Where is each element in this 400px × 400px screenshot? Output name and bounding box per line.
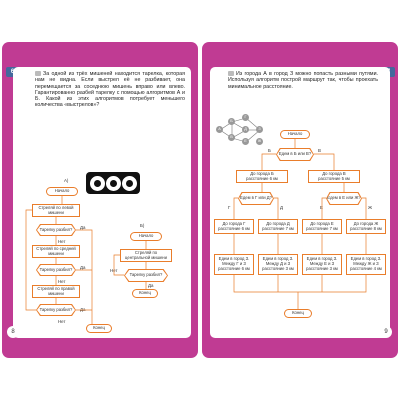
algo-a-yes-2: Да: [80, 265, 86, 270]
route-q-e-or-zh: Едем в Е или Ж?: [326, 192, 362, 205]
route-label-v: В: [318, 148, 321, 153]
algo-b-check: Тарелку разбил?: [124, 269, 168, 282]
route-dist-zh: До города Ж расстояние 8 км: [346, 219, 386, 234]
route-label-e: Е: [320, 205, 323, 210]
right-page: 7 Из города А в город З можно попасть ра…: [202, 42, 398, 358]
route-label-zh: Ж: [368, 205, 373, 210]
task-icon: [228, 71, 234, 77]
left-page-number: 8: [7, 326, 19, 338]
map-node-d: Д: [242, 126, 249, 133]
route-dist-b: До города Б расстояние 6 км: [236, 170, 288, 183]
algo-a-shoot-mid: Стреляй по средней мишени: [32, 245, 80, 258]
algo-a-start: Начало: [46, 187, 78, 196]
algo-b-start: Начало: [130, 232, 162, 241]
route-go-z-from-d: Едем в город З. Между Д и З расстояние 3…: [258, 254, 298, 275]
route-go-z-from-zh: Едем в город З. Между Ж и З расстояние 4…: [346, 254, 386, 275]
algo-b-yes: Да: [148, 283, 154, 288]
route-label-b: Б: [268, 148, 271, 153]
algo-a-no-2: Нет: [58, 279, 66, 284]
route-dist-g: До города Г расстояние 6 км: [214, 219, 254, 234]
route-end: Конец: [284, 309, 312, 318]
algo-a-check-3: Тарелку разбил?: [36, 304, 76, 316]
map-node-a: А: [216, 126, 223, 133]
target-right: [122, 176, 137, 191]
left-task-text: За одной из трёх мишеней находится тарел…: [35, 71, 185, 109]
algo-a-end: Конец: [86, 324, 112, 333]
task-icon: [35, 71, 41, 77]
route-go-z-from-e: Едем в город З. Между Е и З расстояние 3…: [302, 254, 342, 275]
left-content-panel: За одной из трёх мишеней находится тарел…: [13, 67, 191, 338]
algo-a-no-1: Нет: [58, 239, 66, 244]
target-middle: [106, 176, 121, 191]
map-node-z: З: [256, 126, 263, 133]
route-dist-v: До города В расстояние 5 км: [308, 170, 360, 183]
algo-a-check-2: Тарелку разбил?: [36, 264, 76, 276]
algo-b-shoot-center: Стреляй по центральной мишени: [120, 249, 172, 262]
algo-a-shoot-right: Стреляй по правой мишени: [32, 285, 80, 298]
map-node-zh: Ж: [256, 138, 263, 145]
algo-a-yes-1: Да: [80, 225, 86, 230]
target-left: [90, 176, 105, 191]
route-q-b-or-v: Едем в Б или В?: [276, 148, 314, 161]
map-node-e: Е: [242, 138, 249, 145]
route-dist-e: До города Е расстояние 7 км: [302, 219, 342, 234]
book-spread: 6 За одной из трёх мишеней находится тар…: [0, 42, 400, 358]
route-q-g-or-d: Едем в Г или Д?: [238, 192, 274, 205]
map-node-g: Г: [242, 114, 249, 121]
map-node-v: В: [228, 134, 235, 141]
route-go-z-from-g: Едем в город З. Между Г и З расстояние 6…: [214, 254, 254, 275]
left-page-tab: 6: [6, 67, 19, 77]
route-dist-d: До города Д расстояние 7 км: [258, 219, 298, 234]
algo-a-label: А): [64, 178, 69, 183]
route-label-d: Д: [280, 205, 283, 210]
algo-a-check-1: Тарелку разбил?: [36, 224, 76, 236]
algo-b-label: Б): [140, 223, 145, 228]
right-content-panel: Из города А в город З можно попасть разн…: [210, 67, 390, 338]
route-label-g: Г: [228, 205, 231, 210]
algo-a-no-3: Нет: [58, 319, 66, 324]
route-flow-connectors: [233, 139, 367, 309]
algo-a-yes-3: Да: [80, 307, 86, 312]
right-page-number: 9: [380, 326, 392, 338]
algo-a-shoot-left: Стреляй по левой мишени: [32, 204, 80, 217]
left-page: 6 За одной из трёх мишеней находится тар…: [2, 42, 198, 358]
map-node-b: Б: [228, 118, 235, 125]
left-flow-connectors: [25, 196, 147, 324]
right-task-text: Из города А в город З можно попасть разн…: [228, 71, 378, 90]
route-start: Начало: [280, 130, 310, 139]
algo-b-end: Конец: [132, 289, 158, 298]
